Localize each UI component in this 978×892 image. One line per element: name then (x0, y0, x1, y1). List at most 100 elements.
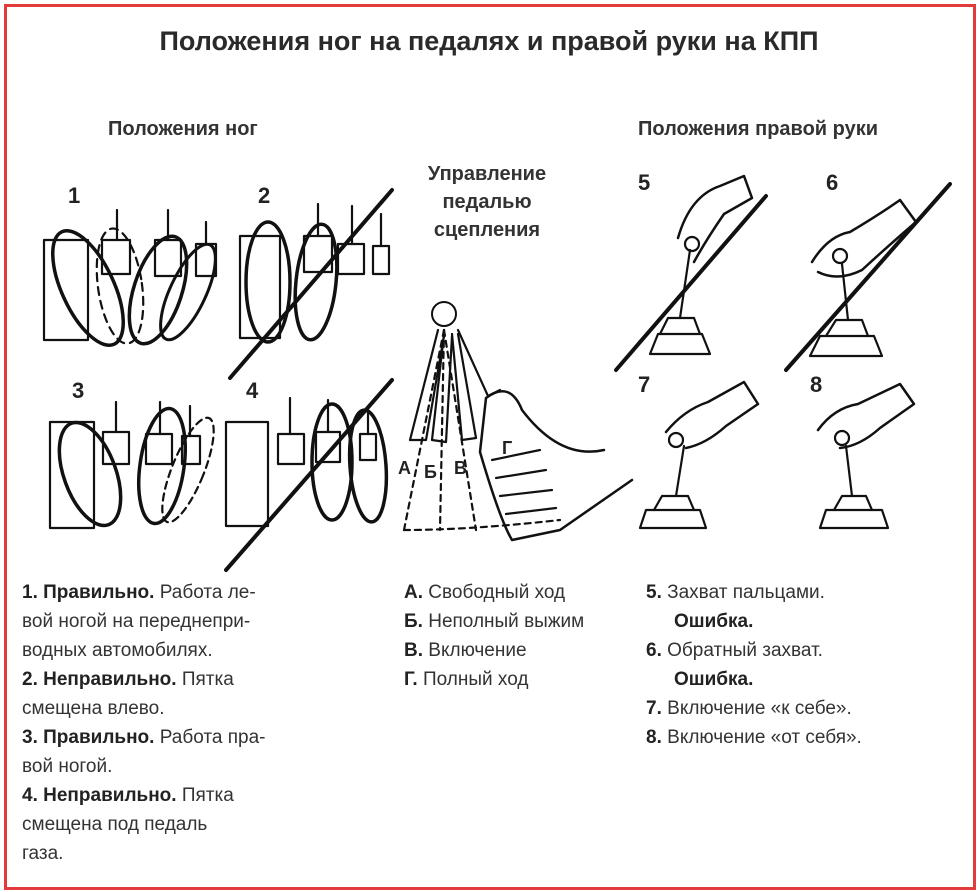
foot-figure-3 (48, 400, 215, 530)
legend-text: Обратный захват. (667, 640, 823, 661)
legend-verdict: Неправильно. (43, 785, 177, 806)
shoe-sole (310, 402, 354, 522)
figure-number-5: 5 (638, 170, 651, 195)
shoe-sole (127, 234, 189, 346)
pivot-circle (431, 301, 457, 327)
cross-out-line (228, 188, 394, 380)
gear-knob (833, 429, 851, 447)
clutch-letter-v: В (454, 458, 467, 478)
gear-boot-base (808, 334, 884, 358)
legend-number: 8. (646, 727, 662, 748)
hand-figure-6 (784, 182, 952, 372)
legend-letter: А. (404, 582, 423, 603)
pedal-pad (144, 432, 174, 466)
legend-text: газа. (22, 843, 64, 864)
figure-number-6: 6 (826, 170, 839, 195)
pedal-pad (153, 238, 183, 278)
feet-heading: Положения ног (108, 118, 258, 140)
gear-boot-base (638, 508, 708, 530)
shoe-sole (137, 406, 187, 526)
legend-text: Включение «от себя». (667, 727, 862, 748)
hand-figure-8 (816, 382, 916, 530)
legend-number: 7. (646, 698, 662, 719)
legend-text: водных автомобилях. (22, 640, 213, 661)
cross-out-line (614, 194, 768, 372)
legend-letter: Б. (404, 611, 423, 632)
gear-lever (674, 444, 686, 498)
hand-figure-7 (638, 380, 760, 530)
gear-boot-base (648, 332, 712, 356)
gear-boot (832, 494, 874, 512)
shoe-sole-dashed (95, 227, 145, 345)
legend-text: вой ногой на переднепри- (22, 611, 251, 632)
legend-clutch-item-a: А. Свободный ход (404, 578, 644, 607)
accelerator-pad (358, 432, 378, 462)
legend-number: 1. (22, 582, 38, 603)
gear-lever (840, 262, 850, 322)
pedal-arm-b (430, 332, 454, 444)
figure-number-8: 8 (810, 372, 823, 397)
figure-number-4: 4 (246, 378, 259, 403)
pedal-arm-a (408, 328, 446, 442)
gear-knob (667, 431, 685, 449)
shoe-sole (51, 228, 125, 348)
hand-heading: Положения правой руки (638, 118, 879, 140)
clutch-letter-g: Г (502, 438, 513, 458)
legend-text: Работа ле- (154, 582, 256, 603)
legend-number: 5. (646, 582, 662, 603)
legend-clutch-item-g: Г. Полный ход (404, 665, 644, 694)
clutch-letter-b: Б (424, 462, 437, 482)
cross-out-line (224, 378, 394, 572)
legend-text: вой ногой. (22, 756, 113, 777)
legend-number: 3. (22, 727, 38, 748)
cross-out-line (784, 182, 952, 372)
legend-number: 4. (22, 785, 38, 806)
accelerator-pad (371, 244, 391, 276)
gear-knob (831, 247, 849, 265)
gear-lever (844, 444, 854, 498)
clutch-heading-line-1: Управление (427, 163, 547, 185)
accelerator-pad (180, 434, 202, 466)
legend-number: 2. (22, 669, 38, 690)
legend-note: Ошибка. (674, 611, 754, 632)
legend-clutch-item-v: В. Включение (404, 636, 644, 665)
legend-text: Пятка (176, 785, 234, 806)
hand-figure-5 (614, 174, 768, 372)
legend-feet-item-2: 2. Неправильно. Пятка смещена влево. (22, 665, 382, 723)
legend-hand: 5. Захват пальцами. Ошибка. 6. Обратный … (646, 578, 956, 752)
pedal-arm-c (450, 332, 478, 442)
shoe-outline (478, 390, 634, 542)
brake-pedal-pad (42, 238, 90, 342)
legend-letter: Г. (404, 669, 418, 690)
legend-text: Захват пальцами. (667, 582, 825, 603)
clutch-heading-line-3: сцепления (433, 219, 541, 241)
pedal-pad (314, 430, 342, 464)
legend-text: Полный ход (422, 669, 529, 690)
legend-text: смещена под педаль (22, 814, 208, 835)
foot-figure-1 (42, 208, 218, 348)
hand-outline (816, 382, 916, 450)
legend-text: Работа пра- (154, 727, 266, 748)
legend-text: Неполный выжим (428, 611, 585, 632)
legend-text: смещена влево. (22, 698, 165, 719)
figure-number-3: 3 (72, 378, 85, 403)
legend-text: Включение «к себе». (667, 698, 852, 719)
legend-verdict: Правильно. (43, 727, 155, 748)
figure-number-7: 7 (638, 372, 651, 397)
shoe-sole (244, 220, 292, 344)
legend-note: Ошибка. (674, 669, 754, 690)
travel-line (442, 328, 478, 532)
clutch-heading: Управление педалью сцепления (412, 160, 562, 244)
shoe-tread (498, 488, 554, 498)
shoe-sole-dashed (161, 416, 215, 524)
shoe-sole (57, 420, 123, 528)
hand-outline (676, 174, 754, 264)
gear-boot (652, 494, 696, 512)
legend-feet-item-3: 3. Правильно. Работа пра- вой ногой. (22, 723, 382, 781)
legend-verdict: Неправильно. (43, 669, 177, 690)
gear-lever (678, 248, 692, 320)
clutch-letter-a: А (398, 458, 411, 478)
legend-feet-item-1: 1. Правильно. Работа ле- вой ногой на пе… (22, 578, 382, 665)
figure-number-2: 2 (258, 183, 271, 208)
